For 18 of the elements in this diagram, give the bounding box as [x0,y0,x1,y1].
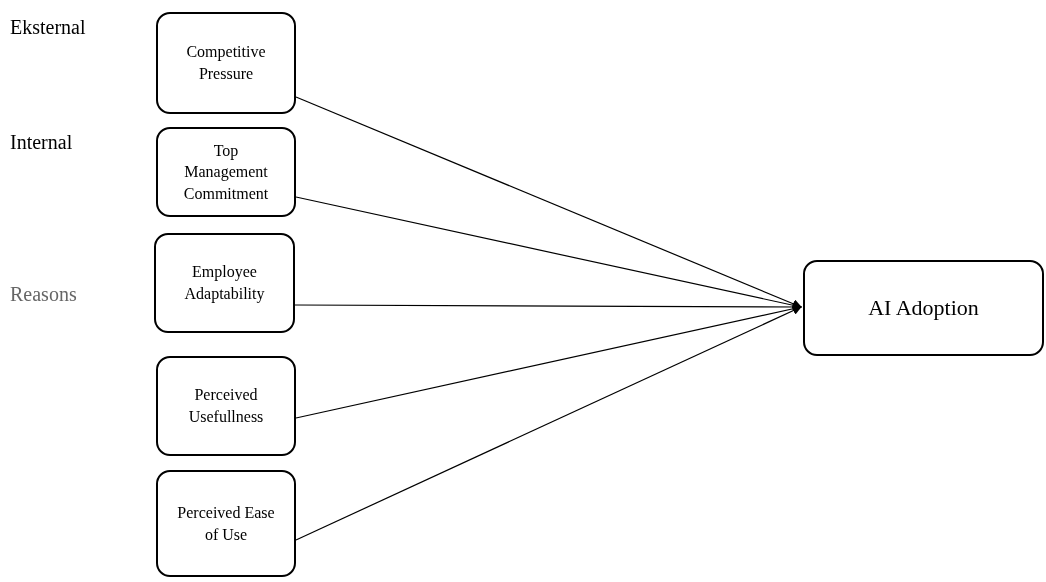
box-label: Employee Adaptability [183,262,266,305]
group-label: Eksternal [10,16,86,39]
box-label: Perceived Ease of Use [176,502,276,545]
process-box [156,127,296,217]
box-label: Top Management Commitment [182,140,270,204]
box-label: Perceived Usefullness [187,385,265,427]
process-box [156,356,296,456]
box-label: AI Adoption [867,294,980,323]
process-box [803,260,1044,356]
process-box [156,470,296,577]
arrow [295,306,802,541]
group-label: Reasons [10,283,77,306]
arrow [295,304,802,419]
group-label: Internal [10,131,73,154]
process-box [154,233,295,333]
process-box [156,12,296,114]
arrow [295,196,802,310]
box-label: Competitive Pressure [185,42,267,84]
